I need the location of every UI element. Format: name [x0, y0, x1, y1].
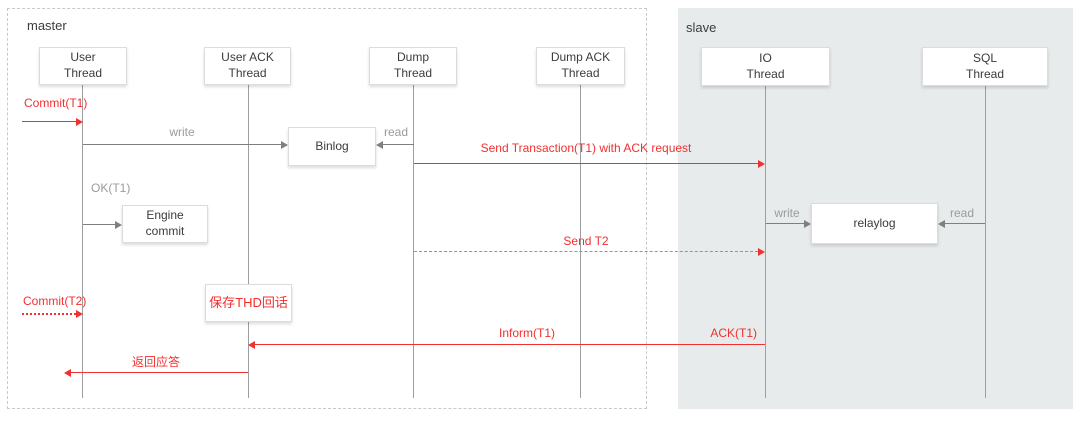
master-group: master [7, 8, 647, 409]
send-t2-arrowhead [758, 248, 765, 256]
ok-t1-arrow [83, 224, 115, 225]
send-t2-label: Send T2 [563, 234, 609, 248]
commit-t2-arrowhead [76, 310, 83, 318]
relaylog-box: relaylog [811, 203, 938, 244]
engine-commit-line2: commit [145, 224, 185, 238]
participant-dump-thread: Dump Thread [369, 47, 457, 85]
read-binlog-arrow [383, 144, 414, 145]
participant-user-ack-thread-line1: User ACK [221, 50, 274, 65]
participant-dump-thread-line2: Thread [393, 66, 433, 80]
send-tx-t1-label: Send Transaction(T1) with ACK request [480, 141, 692, 155]
lifeline-sql-thread [985, 85, 986, 398]
write-relaylog-arrow [766, 223, 804, 224]
participant-io-thread-line1: IO [759, 50, 772, 65]
write-relaylog-arrowhead [804, 220, 811, 228]
reply-arrow [71, 372, 248, 373]
inform-t1-arrowhead [248, 341, 255, 349]
binlog-box: Binlog [288, 127, 376, 166]
inform-t1-label: Inform(T1) [498, 326, 555, 340]
send-t2-arrow [414, 251, 758, 252]
engine-commit-line1: Engine [146, 208, 184, 223]
write-relaylog-label: write [774, 206, 800, 220]
participant-user-ack-thread: User ACK Thread [204, 47, 291, 85]
commit-t1-arrow [22, 121, 76, 122]
lifeline-dump-thread [413, 85, 414, 398]
participant-sql-thread: SQL Thread [922, 47, 1048, 86]
commit-t1-label: Commit(T1) [24, 96, 88, 110]
participant-io-thread-line2: Thread [746, 66, 785, 81]
read-relaylog-arrowhead [938, 220, 945, 228]
slave-group-label: slave [686, 20, 717, 35]
binlog-label: Binlog [315, 138, 349, 153]
commit-t2-arrow [22, 313, 76, 315]
send-tx-t1-arrow [414, 163, 758, 164]
participant-user-thread: User Thread [39, 47, 127, 85]
participant-dump-ack-thread-line2: Thread [561, 66, 600, 80]
send-tx-t1-arrowhead [758, 160, 765, 168]
ack-t1-label: ACK(T1) [710, 326, 757, 340]
ok-t1-label: OK(T1) [91, 181, 131, 195]
lifeline-io-thread [765, 85, 766, 398]
read-relaylog-label: read [949, 206, 975, 220]
lifeline-user-thread [82, 85, 83, 398]
participant-sql-thread-line1: SQL [972, 50, 997, 65]
participant-dump-ack-thread-line1: Dump ACK [550, 50, 611, 65]
reply-arrowhead [64, 369, 71, 377]
engine-commit-box: Engine commit [122, 205, 208, 243]
inform-t1-arrow [255, 344, 765, 345]
read-binlog-label: read [383, 125, 409, 139]
lifeline-dump-ack-thread [580, 85, 581, 398]
participant-user-thread-line2: Thread [63, 66, 103, 80]
participant-dump-thread-line1: Dump [396, 50, 429, 65]
reply-label: 返回应答 [131, 355, 180, 369]
participant-io-thread: IO Thread [701, 47, 830, 86]
save-thd-note: 保存THD回话 [205, 284, 292, 322]
write-binlog-arrow [83, 144, 282, 145]
participant-user-ack-thread-line2: Thread [228, 66, 267, 80]
participant-sql-thread-line2: Thread [965, 66, 1005, 81]
ok-t1-arrowhead [115, 221, 122, 229]
read-binlog-arrowhead [376, 141, 383, 149]
write-binlog-label: write [169, 125, 195, 139]
save-thd-label: 保存THD回话 [209, 294, 288, 310]
commit-t2-label: Commit(T2) [23, 294, 87, 308]
write-binlog-arrowhead [281, 141, 288, 149]
participant-user-thread-line1: User [70, 50, 96, 65]
read-relaylog-arrow [945, 223, 985, 224]
commit-t1-arrowhead [76, 118, 83, 126]
relaylog-label: relaylog [853, 215, 896, 230]
participant-dump-ack-thread: Dump ACK Thread [536, 47, 625, 85]
lifeline-user-ack-thread [248, 85, 249, 398]
master-group-label: master [27, 18, 67, 33]
